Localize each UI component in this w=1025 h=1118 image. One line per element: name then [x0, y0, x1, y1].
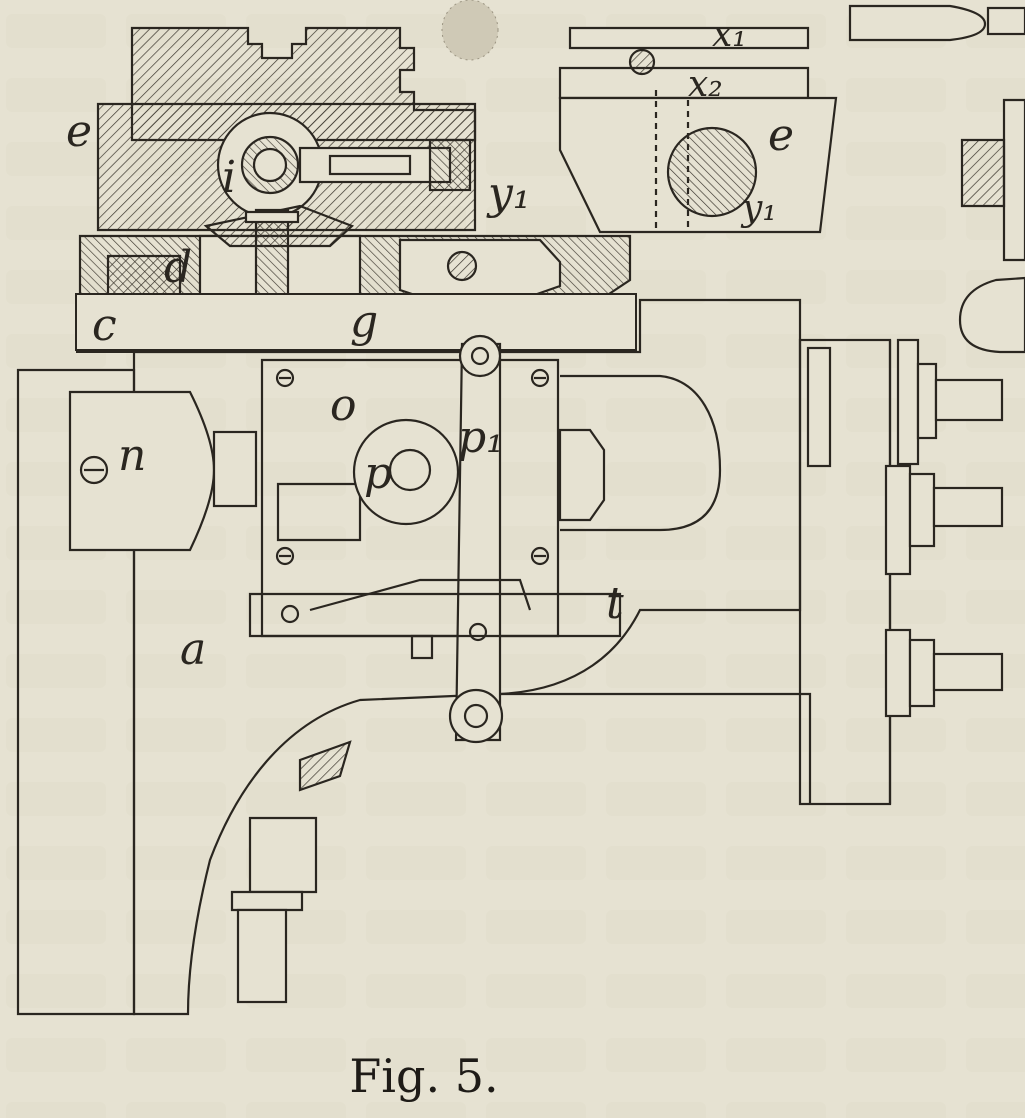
label-a: a — [180, 624, 206, 675]
label-p1: p₁ — [458, 412, 504, 463]
inset-label-x2: x₂ — [688, 64, 723, 105]
label-d: d — [164, 242, 192, 293]
handle-partial — [848, 4, 1025, 354]
label-p: p — [364, 448, 392, 499]
end-cap-n — [68, 390, 258, 552]
part-labels: e i y₁ d c g o p₁ n p t a — [66, 106, 624, 675]
label-o: o — [330, 380, 357, 431]
label-c: c — [92, 300, 117, 351]
label-n: n — [118, 430, 146, 481]
lever-p1 — [448, 334, 504, 744]
label-e: e — [66, 106, 92, 157]
inset-label-e: e — [768, 110, 794, 161]
ink-blotch — [441, 0, 499, 61]
label-y1: y₁ — [486, 168, 531, 219]
inset-labels: x₁ x₂ e y₁ — [688, 14, 794, 229]
label-t: t — [606, 578, 624, 629]
figure-caption: Fig. 5. — [349, 1049, 498, 1103]
label-i: i — [222, 152, 236, 203]
inset-label-y1: y₁ — [740, 188, 777, 229]
inset-detail — [558, 26, 838, 234]
slide-bar-t — [248, 578, 622, 660]
label-g: g — [350, 296, 378, 347]
right-shafts — [806, 338, 1004, 718]
inset-label-x1: x₁ — [712, 14, 747, 55]
bottom-bracket — [230, 740, 352, 1004]
crank-wheel-p — [352, 418, 606, 526]
